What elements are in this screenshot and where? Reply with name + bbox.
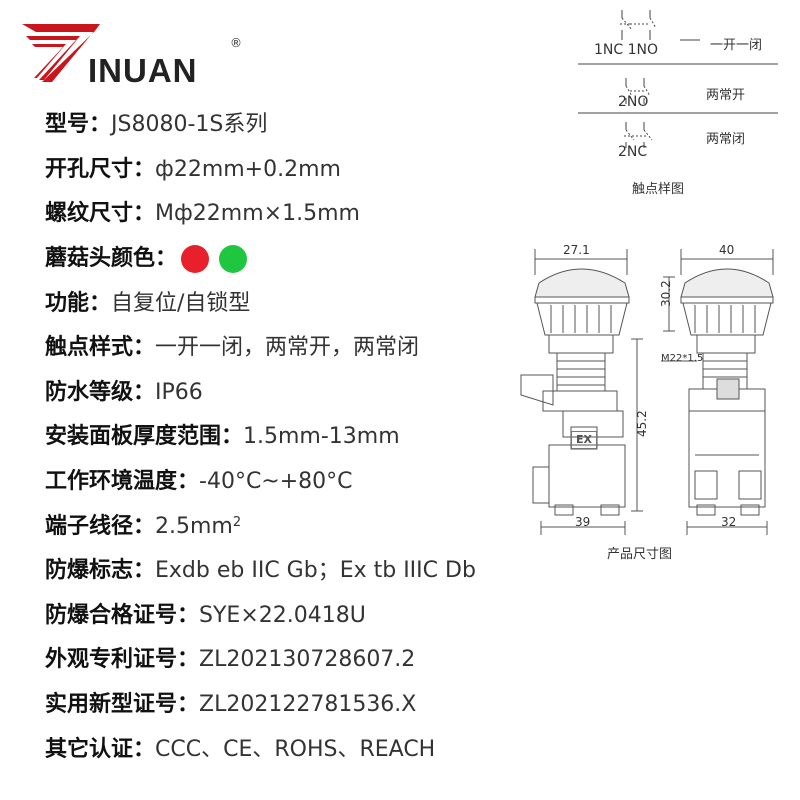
contact-desc-2: 两常开 xyxy=(706,88,746,103)
contact-label-2nc: 2NC xyxy=(618,144,648,160)
spec-row-certifications: 其它认证： CCC、CE、ROHS、REACH xyxy=(45,727,476,772)
dim-base-side: 39 xyxy=(575,515,591,529)
spec-label: 触点样式： xyxy=(45,335,156,361)
superscript: 2 xyxy=(232,514,242,530)
spec-label: 安装面板厚度范围： xyxy=(45,424,244,450)
contact-symbols-icon xyxy=(578,10,778,148)
spec-row-temperature: 工作环境温度： -40°C~+80°C xyxy=(45,460,476,505)
dim-base-front: 32 xyxy=(721,515,737,529)
spec-value: SYE×22.0418U xyxy=(199,602,366,628)
spec-label: 外观专利证号： xyxy=(45,647,200,673)
logo-mark-icon xyxy=(22,24,100,82)
dim-front-width: 40 xyxy=(719,243,735,257)
product-dimension-drawing-icon xyxy=(520,249,774,535)
spec-row-function: 功能： 自复位/自锁型 xyxy=(45,281,476,326)
dim-head-height: 30.2 xyxy=(659,280,673,307)
color-swatch-red xyxy=(181,245,210,274)
spec-value: 自复位/自锁型 xyxy=(111,290,251,316)
spec-label: 螺纹尺寸： xyxy=(45,201,156,227)
spec-value: ф22mm+0.2mm xyxy=(155,156,341,182)
spec-row-contact-style: 触点样式： 一开一闭，两常开，两常闭 xyxy=(45,326,476,371)
spec-label: 防爆标志： xyxy=(45,558,156,584)
contact-label-1nc-1no: 1NC 1NO xyxy=(594,42,659,58)
spec-row-panel-thickness: 安装面板厚度范围： 1.5mm-13mm xyxy=(45,415,476,460)
spec-value: 1.5mm-13mm xyxy=(243,424,400,450)
spec-row-hole-size: 开孔尺寸： ф22mm+0.2mm xyxy=(45,148,476,193)
spec-row-thread-size: 螺纹尺寸： Mф22mm×1.5mm xyxy=(45,192,476,237)
spec-value: 2.5mm xyxy=(155,513,233,539)
spec-value: -40°C~+80°C xyxy=(199,469,353,495)
spec-value: ZL202130728607.2 xyxy=(199,647,416,673)
logo-text: INUAN xyxy=(88,52,198,89)
spec-value: ZL202122781536.X xyxy=(199,692,417,718)
dim-thread: M22*1.5 xyxy=(661,353,704,364)
spec-list: 型号： JS8080-1S系列 开孔尺寸： ф22mm+0.2mm 螺纹尺寸： … xyxy=(45,103,476,772)
spec-label: 功能： xyxy=(45,290,112,316)
contact-label-2no: 2NO xyxy=(618,94,649,110)
contact-diagram: 1NC 1NO 一开一闭 2NO 两常开 2NC 两常闭 触点样图 xyxy=(560,0,800,200)
spec-value: CCC、CE、ROHS、REACH xyxy=(155,736,436,762)
spec-label: 端子线径： xyxy=(45,513,156,539)
spec-row-model: 型号： JS8080-1S系列 xyxy=(45,103,476,148)
spec-label: 开孔尺寸： xyxy=(45,156,156,182)
ex-badge: EX xyxy=(571,431,597,449)
spec-label: 型号： xyxy=(45,112,112,138)
dimension-drawing: EX 27.1 40 30.2 M22*1.5 45.2 39 32 产品尺寸图 xyxy=(505,235,795,565)
spec-row-ip-rating: 防水等级： IP66 xyxy=(45,371,476,416)
spec-value: IP66 xyxy=(155,379,203,405)
spec-label: 防水等级： xyxy=(45,379,156,405)
spec-label: 工作环境温度： xyxy=(45,469,200,495)
spec-value: Exdb eb IIC Gb；Ex tb IIIC Db xyxy=(155,558,476,584)
registered-mark: ® xyxy=(230,36,242,50)
spec-row-ex-certificate: 防爆合格证号： SYE×22.0418U xyxy=(45,594,476,639)
spec-label: 蘑菇头颜色： xyxy=(45,246,178,272)
drawing-caption: 产品尺寸图 xyxy=(607,547,673,562)
spec-label: 实用新型证号： xyxy=(45,692,200,718)
spec-label: 防爆合格证号： xyxy=(45,602,200,628)
contact-caption: 触点样图 xyxy=(632,182,685,197)
spec-row-ex-marking: 防爆标志： Exdb eb IIC Gb；Ex tb IIIC Db xyxy=(45,549,476,594)
color-swatch-green xyxy=(219,245,248,274)
spec-row-head-color: 蘑菇头颜色： xyxy=(45,237,476,282)
contact-desc-1: 一开一闭 xyxy=(710,38,763,53)
spec-row-design-patent: 外观专利证号： ZL202130728607.2 xyxy=(45,638,476,683)
spec-value: JS8080-1S系列 xyxy=(111,112,268,138)
spec-row-utility-patent: 实用新型证号： ZL202122781536.X xyxy=(45,683,476,728)
spec-value: Mф22mm×1.5mm xyxy=(155,201,360,227)
contact-desc-3: 两常闭 xyxy=(706,132,746,147)
dim-body-height: 45.2 xyxy=(635,410,649,437)
spec-label: 其它认证： xyxy=(45,736,156,762)
brand-logo: INUAN ® xyxy=(22,22,242,87)
spec-value: 一开一闭，两常开，两常闭 xyxy=(155,335,420,361)
dim-side-width: 27.1 xyxy=(563,243,590,257)
